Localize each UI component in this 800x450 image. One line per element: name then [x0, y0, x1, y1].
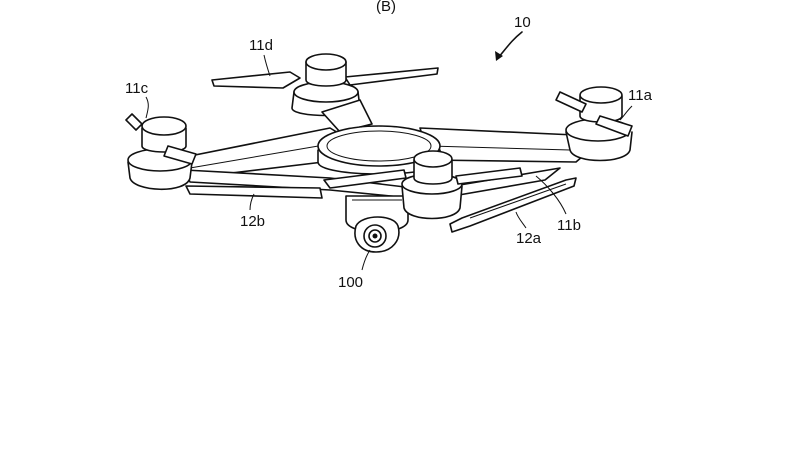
rotor-11a: [555, 86, 633, 162]
ref-label-10: 10: [514, 14, 531, 31]
leader-line-11c: [145, 96, 149, 119]
panel-label: (B): [376, 0, 396, 15]
propeller-blade-icon: [163, 145, 197, 165]
rotor-11c: [125, 113, 197, 191]
propeller-blade-icon: [125, 113, 143, 131]
ref-label-11b: 11b: [557, 217, 581, 234]
landing-skid-12b: [185, 185, 323, 199]
rotor-front: [323, 150, 523, 220]
leader-line-11b: [535, 175, 567, 215]
propeller-blade-icon: [555, 91, 587, 113]
camera-unit: [345, 195, 409, 253]
leader-line-12b: [249, 193, 255, 211]
drone-frame: [179, 99, 591, 201]
leader-line-11d: [263, 54, 271, 77]
leader-line-12a: [515, 211, 527, 229]
leader-line-100: [361, 249, 371, 271]
propeller-blade-icon: [211, 71, 301, 89]
ref-label-11d: 11d: [249, 37, 273, 54]
ref-label-11a: 11a: [628, 87, 653, 104]
ref-label-100: 100: [338, 274, 363, 291]
rotor-11d: [211, 53, 439, 117]
ref-label-11c: 11c: [125, 80, 149, 97]
leader-line-11a: [619, 105, 633, 121]
ref-label-12b: 12b: [240, 213, 265, 230]
propeller-blade-icon: [344, 67, 439, 86]
ref-arrow-10: [495, 31, 523, 61]
propeller-blade-icon: [323, 169, 407, 189]
ref-label-12a: 12a: [516, 230, 542, 247]
propeller-blade-icon: [595, 115, 633, 137]
propeller-blade-icon: [455, 167, 523, 185]
